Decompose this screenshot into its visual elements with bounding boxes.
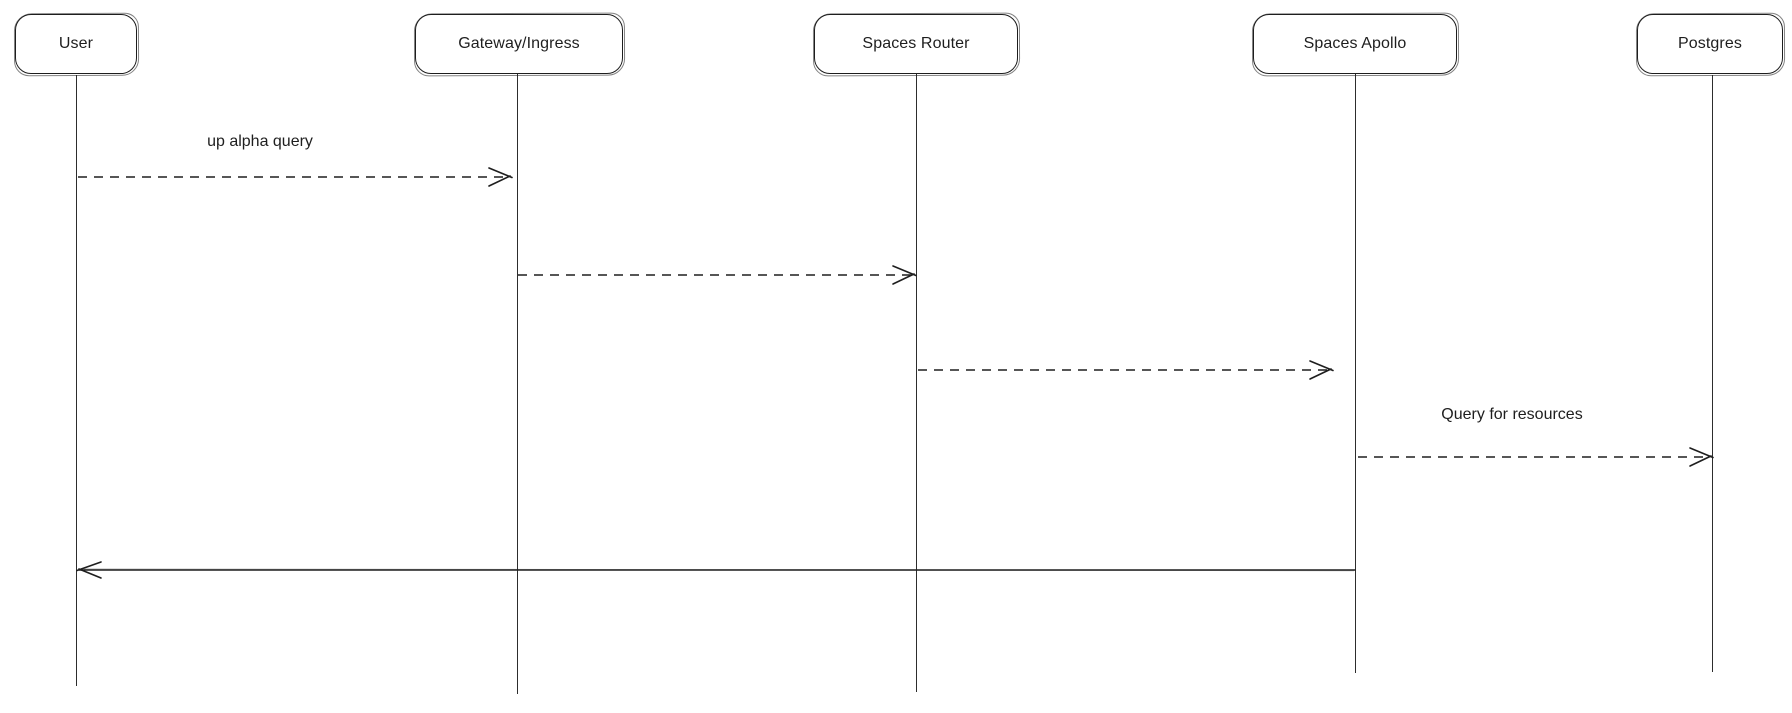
actor-box-gateway-ingress[interactable]: Gateway/Ingress (415, 14, 623, 74)
return-arrow-apollo-to-user[interactable] (76, 558, 1357, 582)
actor-label-spaces-apollo: Spaces Apollo (1303, 35, 1407, 52)
actor-label-user: User (58, 35, 94, 52)
actor-box-spaces-router[interactable]: Spaces Router (814, 14, 1018, 74)
message-arrow-gateway-to-router[interactable] (518, 263, 918, 287)
lifeline-gateway-ingress (516, 73, 519, 694)
actor-label-postgres: Postgres (1678, 35, 1742, 52)
actor-box-postgres[interactable]: Postgres (1637, 14, 1783, 74)
actor-label-spaces-router: Spaces Router (862, 35, 970, 52)
actor-box-spaces-apollo[interactable]: Spaces Apollo (1253, 14, 1457, 74)
message-label-query-for-resources[interactable]: Query for resources (1439, 405, 1585, 425)
lifeline-spaces-apollo (1354, 74, 1357, 673)
message-label-up-alpha-query[interactable]: up alpha query (205, 132, 315, 152)
lifeline-postgres (1711, 75, 1714, 672)
actor-box-user[interactable]: User (15, 14, 137, 74)
lifeline-spaces-router (915, 74, 918, 692)
message-arrow-router-to-apollo[interactable] (918, 358, 1336, 382)
lifeline-user (75, 75, 78, 686)
message-arrow-user-to-gateway[interactable] (78, 165, 514, 189)
message-arrow-apollo-to-postgres[interactable] (1358, 445, 1716, 469)
actor-label-gateway-ingress: Gateway/Ingress (458, 35, 580, 52)
